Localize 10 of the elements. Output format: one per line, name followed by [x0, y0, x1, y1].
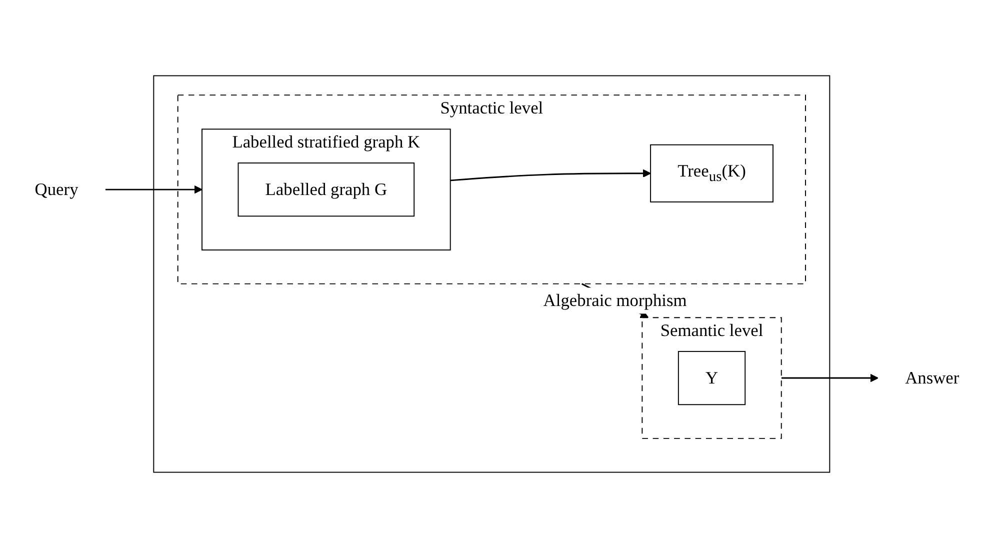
node-text: Answer: [905, 368, 960, 388]
edge-label: Algebraic morphism: [543, 290, 687, 310]
arrow: [450, 169, 651, 182]
node-box: Y: [678, 350, 746, 406]
node-box: Labelled graph G: [238, 162, 415, 217]
arrow: [781, 374, 878, 382]
cluster: [153, 75, 830, 473]
node-text: Query: [34, 179, 78, 199]
node-box: Tree$_{us}$(K): [650, 144, 774, 202]
arrow: [105, 185, 202, 194]
